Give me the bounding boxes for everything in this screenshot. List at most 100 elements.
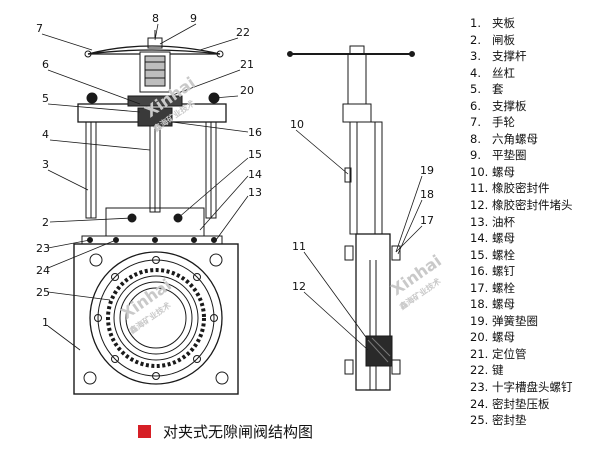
legend-label: 螺母 (492, 231, 515, 246)
legend-number: 12. (470, 198, 489, 213)
callout-19: 19 (420, 164, 434, 177)
legend-item: 25.密封垫 (470, 412, 606, 429)
legend-item: 8. 六角螺母 (470, 131, 606, 148)
legend-label: 螺栓 (492, 280, 515, 295)
legend-number: 24. (470, 396, 489, 411)
callout-11: 11 (292, 240, 306, 253)
legend-number: 13. (470, 214, 489, 229)
callout-1: 1 (42, 316, 49, 329)
callout-13: 13 (248, 186, 262, 199)
leader-lines (41, 23, 423, 351)
legend-item: 10.螺母 (470, 164, 606, 181)
legend-item: 9. 平垫圈 (470, 147, 606, 164)
legend-number: 23. (470, 380, 489, 395)
callout-6: 6 (42, 58, 49, 71)
legend-item: 19.弹簧垫圈 (470, 313, 606, 330)
legend-item: 2. 闸板 (470, 32, 606, 49)
legend-label: 密封垫压板 (492, 396, 550, 411)
legend-label: 平垫圈 (492, 148, 527, 163)
legend-number: 21. (470, 346, 489, 361)
valve-body (73, 243, 239, 395)
legend-label: 支撑杆 (492, 49, 527, 64)
legend-number: 1. (470, 16, 481, 30)
legend-number: 3. (470, 49, 481, 64)
legend-label: 定位管 (492, 346, 527, 361)
legend-label: 橡胶密封件堵头 (492, 198, 573, 213)
legend-item: 14.螺母 (470, 230, 606, 247)
legend-label: 夹板 (492, 16, 515, 30)
legend-label: 闸板 (492, 32, 515, 47)
legend-number: 2. (470, 32, 481, 47)
legend-label: 手轮 (492, 115, 515, 130)
legend-item: 21.定位管 (470, 346, 606, 363)
legend-label: 油杯 (492, 214, 515, 229)
callout-21: 21 (240, 58, 254, 71)
callout-4: 4 (42, 128, 49, 141)
legend-number: 22. (470, 363, 489, 378)
legend-item: 6.支撑板 (470, 98, 606, 115)
callout-16: 16 (248, 126, 262, 139)
legend-label: 螺母 (492, 164, 515, 179)
legend-label: 六角螺母 (492, 131, 538, 146)
callout-12: 12 (292, 280, 306, 293)
caption-marker (138, 424, 151, 438)
callout-25: 25 (36, 286, 50, 299)
legend-number: 10. (470, 164, 489, 179)
legend-number: 25. (470, 413, 489, 428)
legend-number: 5. (470, 82, 481, 97)
legend-number: 4. (470, 65, 481, 80)
legend-number: 11. (470, 181, 489, 196)
flange-outer (89, 251, 223, 385)
legend-label: 套 (492, 82, 504, 97)
legend-label: 键 (492, 363, 504, 378)
legend-label: 十字槽盘头螺钉 (492, 380, 573, 395)
legend-number: 6. (470, 98, 481, 113)
callout-9: 9 (190, 12, 197, 25)
legend-label: 螺钉 (492, 264, 515, 279)
legend-number: 18. (470, 297, 489, 312)
legend-number: 19. (470, 313, 489, 328)
legend-number: 15. (470, 247, 489, 262)
legend-number: 9. (470, 148, 481, 163)
callout-8: 8 (152, 12, 159, 25)
side-yoke (349, 121, 383, 235)
legend-item: 15.螺栓 (470, 247, 606, 264)
legend-label: 丝杠 (492, 65, 515, 80)
legend-label: 螺母 (492, 330, 515, 345)
callout-7: 7 (36, 22, 43, 35)
callout-3: 3 (42, 158, 49, 171)
legend-item: 7. 手轮 (470, 114, 606, 131)
figure-caption: 对夹式无隙闸阀结构图 (138, 420, 313, 442)
callout-24: 24 (36, 264, 50, 277)
legend-number: 17. (470, 280, 489, 295)
legend-item: 12.橡胶密封件堵头 (470, 197, 606, 214)
legend-item: 23.十字槽盘头螺钉 (470, 379, 606, 396)
legend-number: 14. (470, 231, 489, 246)
side-body (355, 233, 391, 391)
legend-label: 弹簧垫圈 (492, 313, 538, 328)
legend-number: 20. (470, 330, 489, 345)
callout-22: 22 (236, 26, 250, 39)
legend-label: 橡胶密封件 (492, 181, 550, 196)
callout-23: 23 (36, 242, 50, 255)
legend-item: 24.密封垫压板 (470, 396, 606, 413)
legend-item: 3. 支撑杆 (470, 48, 606, 65)
legend-label: 螺栓 (492, 247, 515, 262)
legend-item: 22.键 (470, 362, 606, 379)
callout-20: 20 (240, 84, 254, 97)
legend-label: 螺母 (492, 297, 515, 312)
gate-plate (105, 207, 205, 241)
legend-item: 20.螺母 (470, 329, 606, 346)
legend-label: 密封垫 (492, 413, 527, 428)
legend-item: 13.油杯 (470, 214, 606, 231)
legend-number: 16. (470, 264, 489, 279)
legend-number: 7. (470, 115, 481, 130)
callout-numbers: 8 9 7 22 6 21 5 20 4 16 3 15 14 13 2 23 … (36, 12, 434, 329)
legend-item: 4. 丝杠 (470, 65, 606, 82)
callout-10: 10 (290, 118, 304, 131)
callout-5: 5 (42, 92, 49, 105)
legend-number: 8. (470, 131, 481, 146)
valve-structure-drawing: 8 9 7 22 6 21 5 20 4 16 3 15 14 13 2 23 … (36, 12, 445, 395)
legend-item: 18.螺母 (470, 296, 606, 313)
